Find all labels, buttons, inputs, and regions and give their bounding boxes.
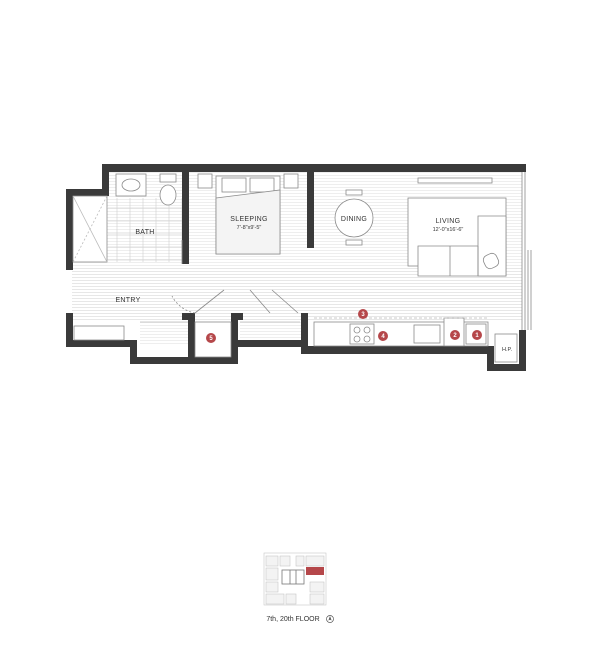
room-label-dining: DINING (341, 216, 367, 223)
walls (66, 164, 526, 371)
room-label-living: LIVING (436, 218, 461, 225)
marker-4[interactable]: 4 (378, 331, 388, 341)
marker-2[interactable]: 2 (450, 330, 460, 340)
dining-table (334, 189, 374, 246)
svg-text:3: 3 (361, 312, 365, 318)
room-label-hp: H.P. (502, 347, 512, 353)
marker-1[interactable]: 1 (472, 330, 482, 340)
room-dims-sleeping: 7'-8"x9'-5" (237, 225, 262, 231)
svg-text:5: 5 (209, 336, 213, 342)
svg-text:1: 1 (475, 333, 479, 339)
svg-text:4: 4 (381, 334, 385, 340)
entry-doors (140, 289, 300, 323)
room-label-bath: BATH (135, 229, 154, 236)
svg-text:2: 2 (453, 333, 457, 339)
bath-fixtures (72, 173, 183, 264)
kitchen-counter (313, 317, 518, 363)
window-right (521, 172, 532, 330)
north-arrow-icon (326, 615, 334, 623)
bed (197, 173, 299, 255)
room-label-entry: ENTRY (115, 297, 140, 304)
markers: 1 2 3 4 5 (206, 309, 482, 343)
bath-tile-floor (108, 198, 182, 262)
marker-5[interactable]: 5 (206, 333, 216, 343)
key-plan: 7th, 20th FLOOR (263, 552, 334, 623)
room-dims-living: 12'-0"x16'-6" (433, 227, 464, 233)
room-label-sleeping: SLEEPING (230, 216, 267, 223)
marker-3[interactable]: 3 (358, 309, 368, 319)
key-plan-caption: 7th, 20th FLOOR (266, 616, 319, 623)
sofa (407, 177, 507, 277)
key-plan-highlight (306, 567, 324, 575)
